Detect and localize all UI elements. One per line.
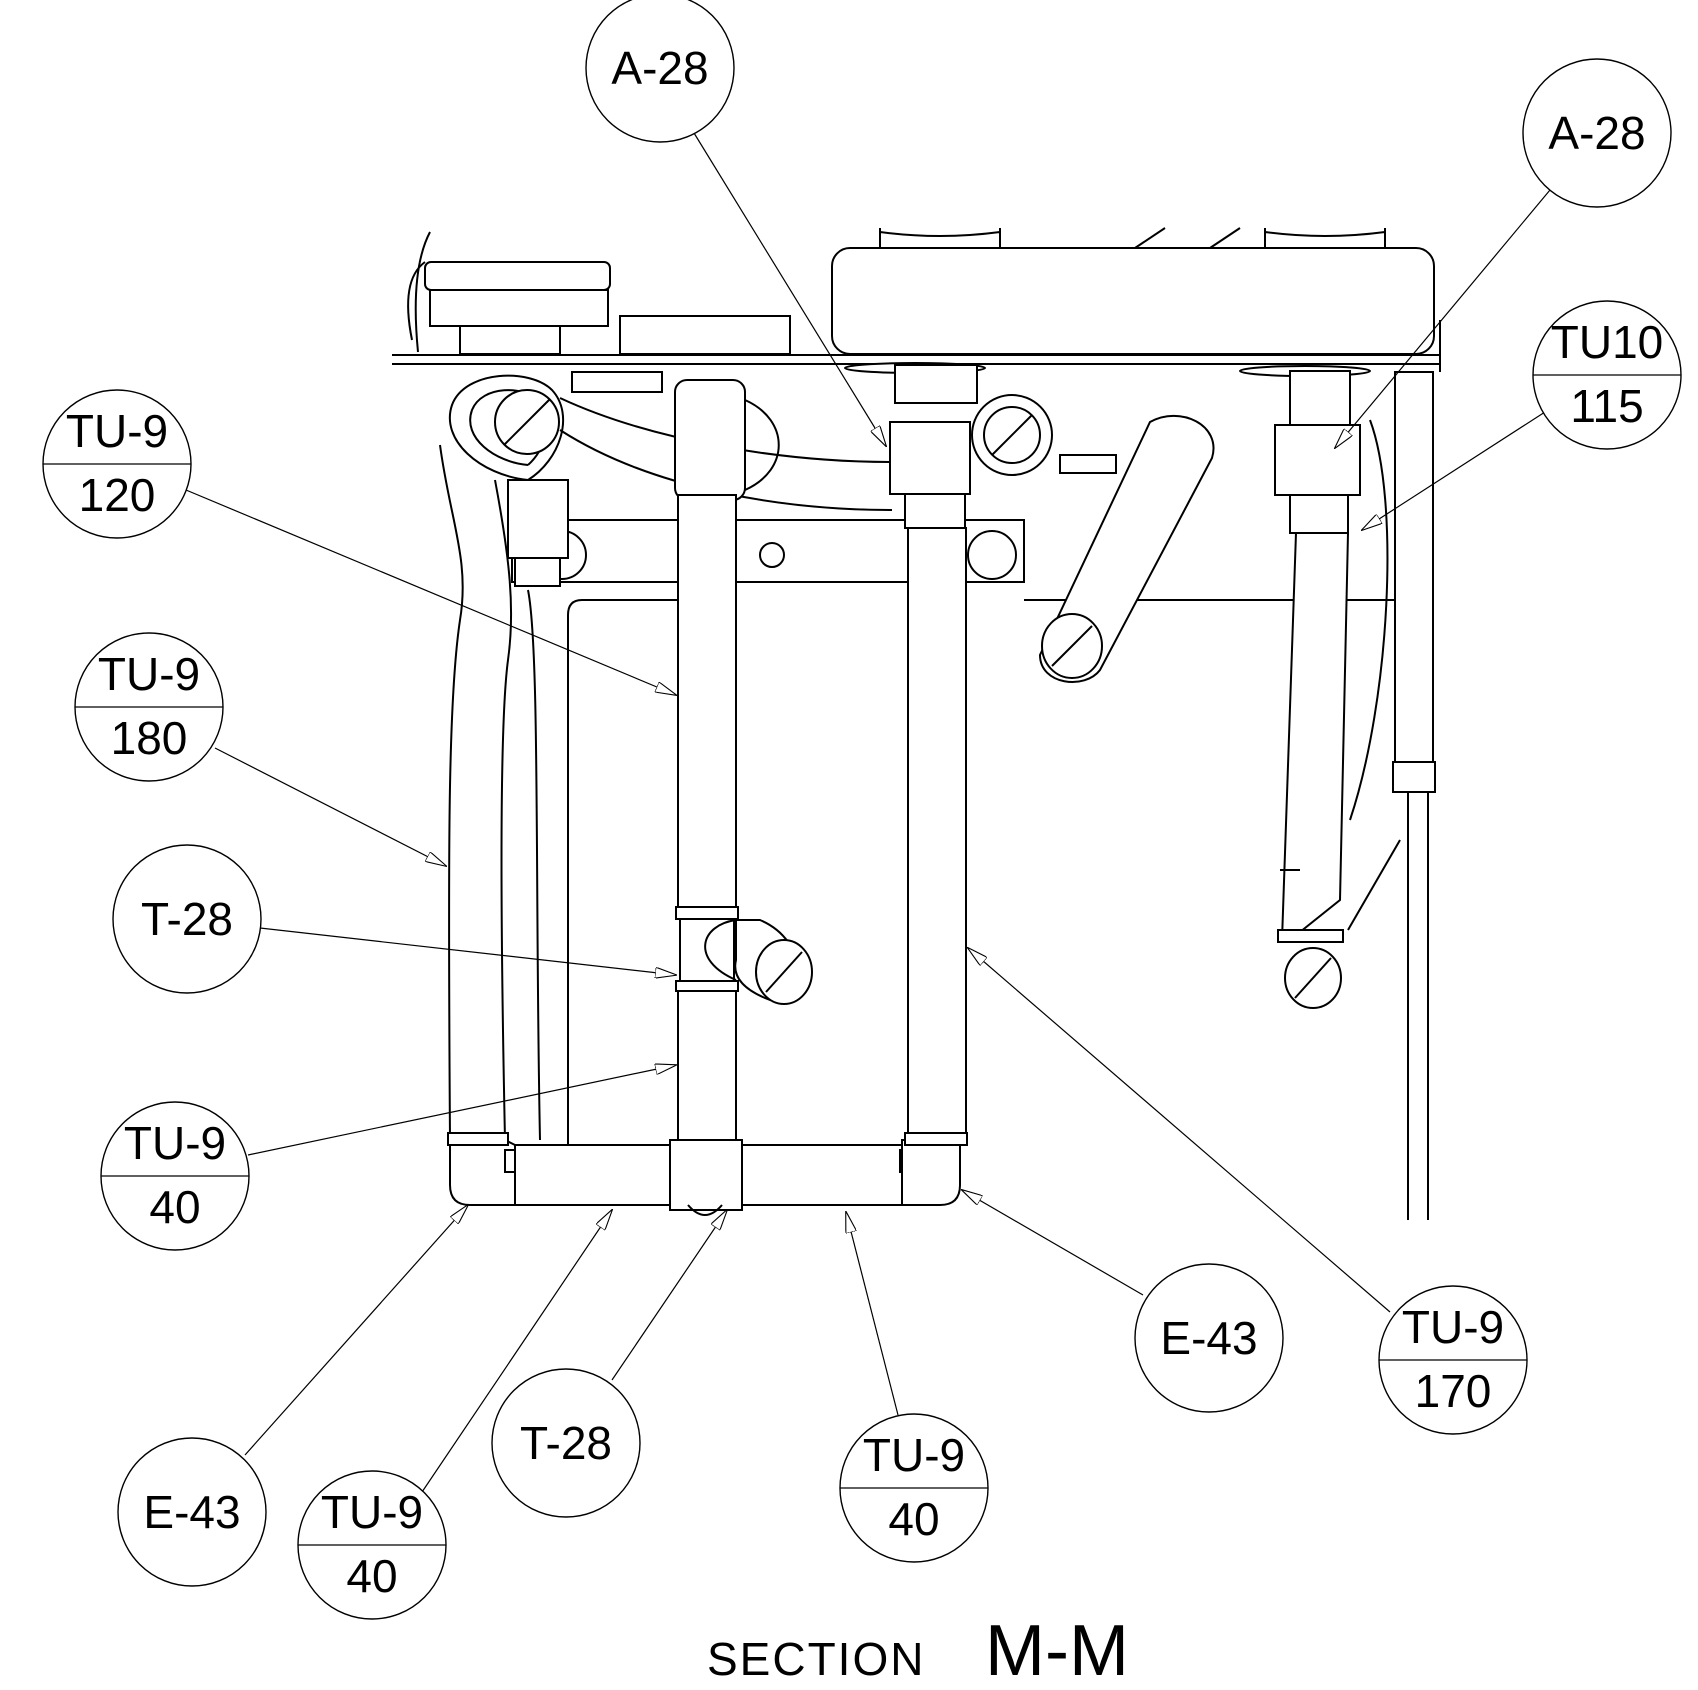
callout-part: TU-9 xyxy=(1402,1301,1504,1353)
callout-tu9-40-left: TU-9 40 xyxy=(100,1101,250,1251)
callout-e43-right: E-43 xyxy=(1134,1263,1284,1413)
upper-cross-hose xyxy=(559,371,893,511)
callout-label: E-43 xyxy=(143,1486,240,1538)
callout-label: A-28 xyxy=(611,42,708,94)
callout-e43-left: E-43 xyxy=(117,1437,267,1587)
callout-t28-lower: T-28 xyxy=(491,1368,641,1518)
callout-tu9-40-bottom-left: TU-9 40 xyxy=(297,1470,447,1620)
callout-length: 40 xyxy=(149,1181,200,1233)
callout-length: 120 xyxy=(79,469,156,521)
callout-length: 170 xyxy=(1415,1365,1492,1417)
callout-tu9-170: TU-9 170 xyxy=(1378,1285,1528,1435)
far-right-rod xyxy=(1392,320,1441,1220)
callout-length: 115 xyxy=(1570,380,1643,432)
section-prefix: SECTION xyxy=(707,1633,925,1685)
callout-part: TU-9 xyxy=(66,405,168,457)
callout-length: 180 xyxy=(111,712,188,764)
diagonal-tube xyxy=(1038,414,1215,683)
assembly-geometry xyxy=(392,227,1441,1220)
left-loop-hose xyxy=(449,374,565,481)
callout-part: TU-9 xyxy=(98,648,200,700)
callout-label: A-28 xyxy=(1548,107,1645,159)
callout-part: TU-9 xyxy=(124,1117,226,1169)
left-mount-block xyxy=(407,231,791,355)
hose-tu9-180 xyxy=(439,444,541,1141)
leader-lines xyxy=(185,132,1551,1496)
callout-label: T-28 xyxy=(141,893,233,945)
callout-part: TU-9 xyxy=(321,1486,423,1538)
section-caption: SECTION M-M xyxy=(707,1611,1129,1690)
hose-tu9-170 xyxy=(889,364,1117,1141)
section-label: M-M xyxy=(985,1611,1129,1690)
callout-t28-upper: T-28 xyxy=(112,844,262,994)
callout-length: 40 xyxy=(346,1550,397,1602)
callout-part: TU10 xyxy=(1551,316,1663,368)
callout-a28-top: A-28 xyxy=(585,0,735,143)
callout-a28-right: A-28 xyxy=(1522,58,1672,208)
bottom-manifold xyxy=(447,1132,968,1216)
callout-length: 40 xyxy=(888,1493,939,1545)
callout-tu9-120: TU-9 120 xyxy=(42,389,192,539)
callout-tu9-40-bottom-center: TU-9 40 xyxy=(839,1413,989,1563)
callout-label: E-43 xyxy=(1160,1312,1257,1364)
callout-label: T-28 xyxy=(520,1417,612,1469)
center-vertical-pipe xyxy=(675,494,813,1142)
callout-part: TU-9 xyxy=(863,1429,965,1481)
callout-tu10-115: TU10 115 xyxy=(1532,300,1682,450)
reservoir-tank xyxy=(831,227,1435,355)
hose-tu10-115 xyxy=(1274,370,1401,1009)
callout-tu9-180: TU-9 180 xyxy=(74,632,224,782)
